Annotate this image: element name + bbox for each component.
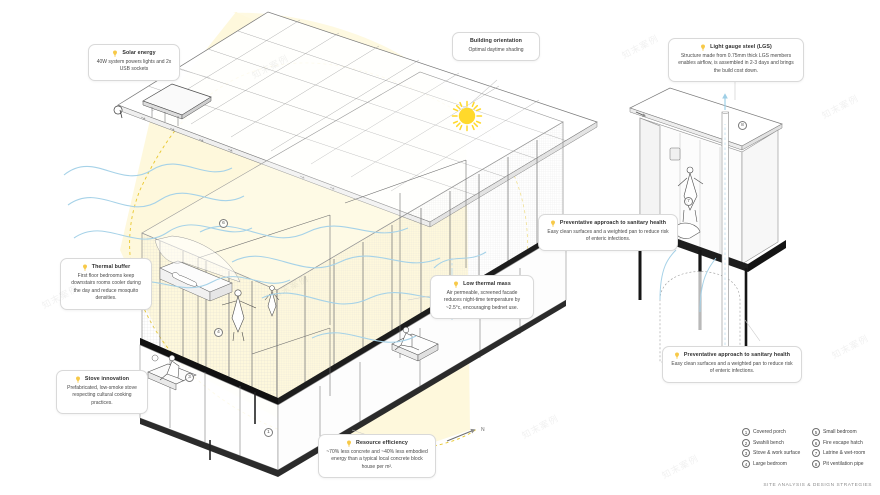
callout-title-row: Low thermal mass [438, 281, 526, 288]
legend-label: Large bedroom [753, 460, 787, 467]
callout-light-gauge-steel[interactable]: Light gauge steel (LGS) Structure made f… [668, 38, 804, 83]
legend-number: 3 [742, 449, 750, 457]
lightbulb-icon [82, 264, 88, 271]
legend-label: Latrine & wet-room [823, 450, 866, 456]
callout-body: Air permeable, screened facade reduces n… [443, 290, 521, 311]
drawing-marker-4: 4 [214, 328, 223, 337]
callout-body: Prefabricated, low-smoke stove respectin… [67, 385, 137, 406]
north-arrow-label: N [481, 427, 485, 433]
callout-stove-innovation[interactable]: Stove innovation Prefabricated, low-smok… [56, 370, 148, 415]
legend-number: 2 [742, 438, 750, 447]
legend-label: Covered porch [753, 429, 786, 435]
sun-icon [450, 99, 484, 133]
callout-body: Optimal daytime shading [468, 47, 524, 53]
pit-ventilation-pipe [721, 93, 729, 363]
callout-title: Preventative approach to sanitary health [559, 220, 667, 226]
callout-body: Easy clean surfaces and a weighted pan t… [671, 361, 793, 375]
drawing-marker-8: 8 [738, 121, 747, 130]
callout-body: ~70% less concrete and ~40% less embodie… [326, 449, 428, 470]
callout-title-row: Stove innovation [64, 376, 140, 383]
sheet-title: Site analysis & design strategies [763, 483, 872, 488]
lightbulb-icon [112, 50, 118, 57]
drawing-marker-1: 1 [264, 428, 273, 437]
legend-number: 6 [812, 438, 820, 447]
figure-seated [159, 354, 185, 382]
callout-title-row: Resource efficiency [326, 440, 428, 447]
callout-body: First floor bedrooms keep downstairs roo… [71, 273, 141, 302]
legend-number: 5 [812, 428, 820, 436]
figure-standing [221, 289, 257, 342]
callout-title: Preventative approach to sanitary health [683, 352, 791, 358]
legend-number: 7 [812, 449, 820, 457]
lightbulb-icon [674, 352, 680, 359]
callout-title: Resource efficiency [356, 440, 408, 446]
callout-sanitary-health-lower[interactable]: Preventative approach to sanitary health… [662, 346, 802, 383]
lightbulb-icon [700, 44, 706, 51]
callout-sanitary-health-upper[interactable]: Preventative approach to sanitary health… [538, 214, 678, 251]
callout-title: Stove innovation [84, 376, 130, 382]
legend-label: Pit ventilation pipe [823, 460, 864, 467]
callout-resource-efficiency[interactable]: Resource efficiency ~70% less concrete a… [318, 434, 436, 479]
legend-label: Stove & work surface [753, 450, 801, 456]
callout-body: 40W system powers lights and 2x USB sock… [96, 59, 172, 73]
lightbulb-icon [453, 281, 459, 288]
callout-title: Building orientation [469, 38, 523, 44]
callout-title-row: Thermal buffer [68, 264, 144, 271]
callout-title-row: Preventative approach to sanitary health [546, 220, 670, 227]
callout-title: Light gauge steel (LGS) [710, 44, 772, 50]
legend-label: Swahili bench [753, 439, 784, 446]
callout-solar-energy[interactable]: Solar energy 40W system powers lights an… [88, 44, 180, 81]
figure-child [264, 285, 280, 317]
lightbulb-icon [550, 220, 556, 227]
bed-with-bednet [154, 235, 241, 302]
callout-title: Thermal buffer [91, 264, 131, 270]
legend-number: 4 [742, 459, 750, 468]
callout-title-row: Solar energy [96, 50, 172, 57]
legend-label: Fire escape hatch [823, 439, 863, 446]
callout-title: Solar energy [122, 50, 156, 56]
lightbulb-icon [346, 440, 352, 447]
legend-number: 1 [742, 428, 750, 436]
legend-number: 8 [812, 459, 820, 468]
callout-body: Structure made from 0.75mm thick LGS mem… [678, 53, 794, 74]
callout-body: Easy clean surfaces and a weighted pan t… [547, 229, 669, 243]
drawing-marker-3: 3 [185, 373, 194, 382]
callout-low-thermal-mass[interactable]: Low thermal mass Air permeable, screened… [430, 275, 534, 320]
first-floor-slab [140, 226, 566, 405]
callout-title-row: Building orientation [460, 38, 532, 45]
legend-label: Small bedroom [823, 429, 857, 435]
callout-title-row: Preventative approach to sanitary health [670, 352, 794, 359]
callout-title-row: Light gauge steel (LGS) [676, 44, 796, 51]
callout-building-orientation[interactable]: Building orientation Optimal daytime sha… [452, 32, 540, 62]
north-arrow [446, 428, 476, 442]
upper-floor-volume [141, 71, 564, 401]
callout-title: Low thermal mass [463, 281, 511, 287]
drawing-marker-7: 7 [684, 197, 693, 206]
drawing-marker-6: 6 [219, 219, 228, 228]
solar-panel [142, 83, 212, 126]
lightbulb-icon [75, 376, 81, 383]
callout-thermal-buffer[interactable]: Thermal buffer First floor bedrooms keep… [60, 258, 152, 310]
